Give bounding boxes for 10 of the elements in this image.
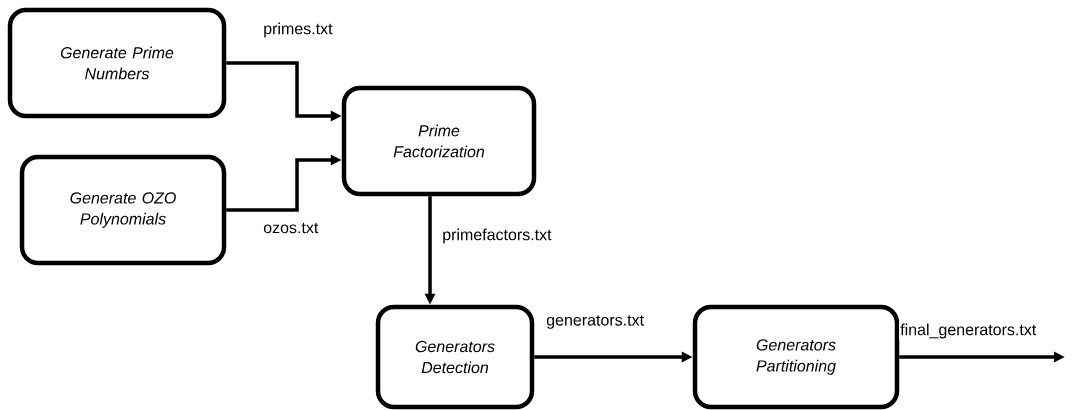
process-box: Generate Prime Numbers	[7, 7, 227, 119]
edge-label: primes.txt	[262, 21, 334, 39]
process-box: Prime Factorization	[341, 85, 537, 197]
edge-label: final_generators.txt	[899, 322, 1038, 340]
process-box: Generators Partitioning	[692, 304, 900, 410]
process-box: Generate OZO Polynomials	[19, 154, 227, 266]
process-box: Generators Detection	[375, 304, 535, 410]
edge-label: primefactors.txt	[441, 227, 553, 245]
edge-label: generators.txt	[545, 314, 646, 330]
edge-label: ozos.txt	[262, 221, 320, 235]
